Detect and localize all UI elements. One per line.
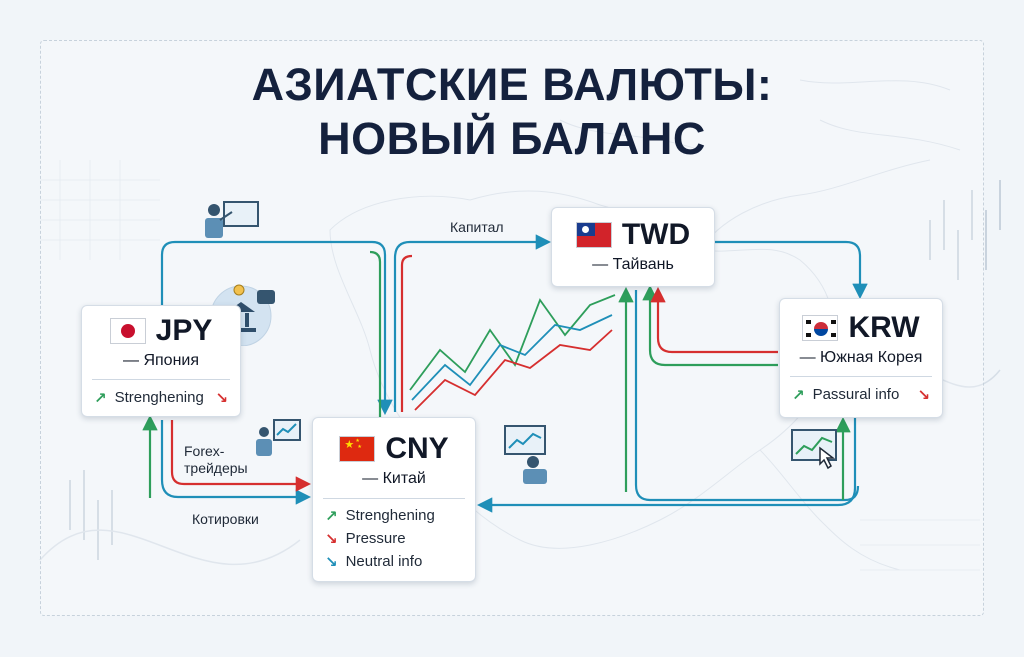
indicator-row: ↗ Passural info ↘ xyxy=(780,383,942,406)
arrow-up-green-icon: ↗ xyxy=(94,389,107,407)
currency-code: TWD xyxy=(621,218,691,251)
arrow-down-red-icon: ↘ xyxy=(215,389,228,407)
flow-twd-to-krw xyxy=(715,240,868,300)
indicator-label: Neutral info xyxy=(345,553,423,570)
currency-card-jpy[interactable]: JPY — Япония ↗ Strenghening ↘ xyxy=(81,305,241,417)
arrow-down-red-icon: ↘ xyxy=(917,386,930,404)
arrow-down-red-icon: ↘ xyxy=(325,530,338,548)
flow-forex-traders xyxy=(170,420,312,492)
flow-jpy-to-cny-bottom xyxy=(160,420,312,505)
currency-code: CNY xyxy=(385,432,449,465)
taiwan-flag-icon xyxy=(575,222,612,248)
edge-label-forex-line1: Forex- xyxy=(184,443,225,459)
arrow-up-green-icon: ↗ xyxy=(792,386,805,404)
card-divider xyxy=(92,379,230,380)
flow-krw-to-twd-green xyxy=(642,284,778,367)
arrow-up-green-icon: ↗ xyxy=(325,507,338,525)
indicator-row: ↘ Pressure xyxy=(313,527,475,550)
edge-label-forex-line2: трейдеры xyxy=(184,460,248,476)
currency-country: — Тайвань xyxy=(592,256,674,273)
card-divider xyxy=(323,498,465,499)
page-title: АЗИАТСКИЕ ВАЛЮТЫ: НОВЫЙ БАЛАНС xyxy=(0,58,1024,166)
presenter-icon xyxy=(205,201,259,238)
flow-cny-to-twd xyxy=(393,234,552,412)
edge-label-forex-traders: Forex- трейдеры xyxy=(184,443,248,477)
card-divider xyxy=(790,376,932,377)
currency-country: — Япония xyxy=(123,352,199,369)
flow-krw-to-twd-red xyxy=(650,286,778,354)
touch-chart-icon xyxy=(791,429,837,470)
indicator-row: ↘ Neutral info xyxy=(313,550,475,573)
south-korea-flag-icon xyxy=(802,315,839,341)
indicator-label: Passural info xyxy=(812,386,900,403)
flow-jpy-to-cny-top xyxy=(160,240,393,416)
indicator-row: ↗ Strenghening ↘ xyxy=(82,386,240,409)
currency-country: — Южная Корея xyxy=(799,349,923,366)
trader-screen-icon xyxy=(504,425,547,484)
arrow-down-teal-icon: ↘ xyxy=(325,553,338,571)
indicator-row: ↗ Strenghening xyxy=(313,504,475,527)
flow-twd-down-red xyxy=(400,254,413,412)
currency-card-cny[interactable]: ★ ★ ★ CNY — Китай ↗ Strenghening ↘ Press… xyxy=(312,417,476,582)
flow-cny-to-twd-green xyxy=(369,250,382,418)
analyst-chart-icon xyxy=(256,419,301,456)
title-line-2: НОВЫЙ БАЛАНС xyxy=(318,113,706,164)
currency-country: — Китай xyxy=(362,470,426,487)
flow-twd-vertical-teal xyxy=(634,290,860,502)
currency-card-krw[interactable]: KRW — Южная Корея ↗ Passural info ↘ xyxy=(779,298,943,418)
indicator-label: Pressure xyxy=(345,530,406,547)
currency-card-twd[interactable]: TWD — Тайвань xyxy=(551,207,715,287)
title-line-1: АЗИАТСКИЕ ВАЛЮТЫ: xyxy=(251,59,773,110)
currency-code: JPY xyxy=(155,314,213,347)
edge-label-capital: Капитал xyxy=(450,219,504,235)
japan-flag-icon xyxy=(109,318,146,344)
indicator-label: Strenghening xyxy=(114,389,204,406)
market-line-chart xyxy=(409,294,616,411)
flow-krw-to-cny xyxy=(476,418,857,513)
indicator-label: Strenghening xyxy=(345,507,435,524)
china-flag-icon: ★ ★ ★ xyxy=(339,436,376,462)
currency-code: KRW xyxy=(848,311,920,344)
edge-label-quotes: Котировки xyxy=(192,511,259,527)
